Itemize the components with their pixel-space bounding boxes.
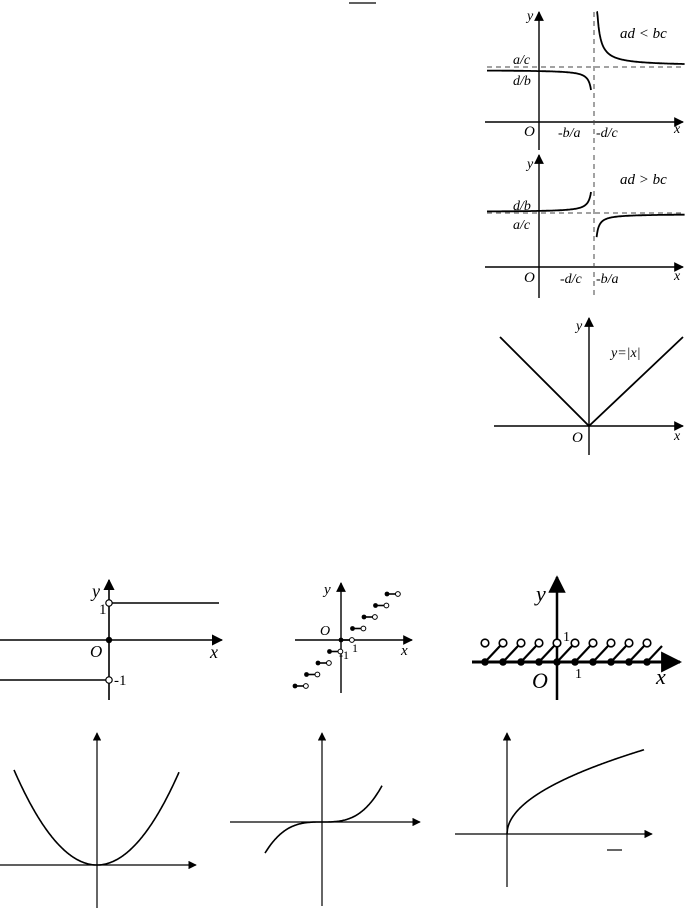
floor-steps	[292, 591, 401, 689]
floor-function-graph: y x O 1 -1	[292, 582, 413, 693]
value-one-label: 1	[563, 630, 570, 645]
tick-one-label: 1	[575, 667, 582, 682]
open-endpoint	[383, 602, 390, 609]
cubic-graph	[230, 732, 421, 906]
x-intercept-label: -b/a	[596, 272, 619, 287]
open-endpoint	[360, 625, 367, 632]
hyperbola-left-branch	[487, 69, 592, 91]
asymptote-label-bottom: a/c	[513, 218, 531, 233]
value-minus-one-label: -1	[114, 673, 127, 689]
open-endpoint	[498, 638, 508, 648]
closed-endpoint	[625, 658, 633, 666]
open-endpoint	[303, 683, 309, 689]
open-endpoint	[395, 591, 401, 597]
absolute-value-graph: y x O y=|x|	[494, 317, 684, 455]
origin-label: O	[524, 270, 535, 286]
origin-label: O	[572, 430, 583, 446]
hyperbola-right-branch	[596, 11, 685, 65]
closed-endpoint	[361, 614, 367, 620]
open-endpoint	[326, 660, 332, 666]
y-axis-label: y	[574, 319, 583, 334]
closed-endpoint	[571, 658, 579, 666]
x-axis-label: x	[400, 643, 408, 659]
closed-endpoint	[535, 658, 543, 666]
condition-label: ad < bc	[620, 26, 667, 42]
open-endpoint	[552, 638, 562, 648]
tick-one-label: 1	[352, 641, 358, 655]
origin-label: O	[524, 124, 535, 140]
cubic-curve	[264, 785, 383, 854]
vertical-asymptote-label: -d/c	[596, 126, 619, 141]
y-axis-label: y	[534, 581, 546, 606]
closed-endpoint	[315, 660, 321, 666]
hyperbola-left-branch	[487, 191, 592, 213]
open-endpoint	[624, 638, 634, 648]
value-one-label: 1	[99, 602, 107, 618]
y-axis-label: y	[90, 581, 100, 601]
closed-endpoint	[481, 658, 489, 666]
open-endpoint	[337, 648, 344, 655]
open-endpoint	[516, 638, 526, 648]
closed-endpoint	[373, 603, 378, 608]
open-endpoint	[570, 638, 580, 648]
y-axis-label: y	[525, 9, 534, 24]
open-point	[105, 676, 113, 684]
x-axis-label: x	[673, 269, 681, 284]
open-endpoint	[372, 614, 378, 620]
y-axis-label: y	[525, 157, 534, 172]
origin-label: O	[320, 624, 330, 639]
x-axis-label: x	[673, 122, 681, 137]
origin-label: O	[90, 642, 102, 661]
open-endpoint	[642, 638, 652, 648]
function-label: y=|x|	[609, 346, 641, 361]
open-point	[105, 599, 113, 607]
x-axis-label: x	[209, 642, 218, 662]
closed-endpoint	[327, 649, 332, 654]
closed-endpoint	[304, 672, 309, 677]
closed-endpoint	[384, 591, 390, 597]
closed-endpoint	[499, 658, 507, 666]
asymptote-label-top: d/b	[513, 199, 531, 214]
closed-endpoint	[292, 683, 298, 689]
closed-endpoint	[607, 658, 615, 666]
fractional-part-graph: y x O 1 1	[472, 575, 683, 700]
open-endpoint	[588, 638, 598, 648]
closed-endpoint	[643, 658, 651, 666]
abs-value-curve	[499, 336, 684, 428]
sqrt-curve	[506, 748, 645, 835]
x-intercept-label: -b/a	[558, 126, 581, 141]
x-axis-label: x	[655, 664, 666, 689]
vertical-asymptote-label: -d/c	[560, 272, 583, 287]
parabola-curve	[13, 769, 180, 866]
open-endpoint	[314, 671, 321, 678]
hyperbola-ad-gt-bc-graph: y x O ad > bc d/b a/c -d/c -b/a	[485, 154, 685, 298]
hyperbola-ad-lt-bc-graph: y x O ad < bc a/c d/b -b/a -d/c	[485, 9, 685, 150]
condition-label: ad > bc	[620, 172, 667, 188]
open-endpoint	[606, 638, 616, 648]
asymptote-label-top: a/c	[513, 53, 531, 68]
x-axis-label: x	[673, 429, 681, 444]
open-endpoint	[480, 638, 490, 648]
closed-endpoint	[517, 658, 525, 666]
closed-endpoint	[338, 637, 344, 643]
asymptote-label-bottom: d/b	[513, 74, 531, 89]
closed-endpoint	[589, 658, 597, 666]
closed-endpoint	[350, 626, 355, 631]
y-axis-label: y	[322, 582, 331, 598]
open-endpoint	[349, 637, 355, 643]
parabola-graph	[0, 732, 197, 908]
hyperbola-right-branch	[595, 213, 685, 238]
origin-label: O	[532, 668, 548, 693]
sawtooth-segments	[480, 638, 663, 666]
sqrt-graph	[455, 732, 653, 887]
closed-endpoint	[553, 658, 561, 666]
open-endpoint	[534, 638, 544, 648]
sign-function-graph: y x O 1 -1	[0, 578, 224, 700]
filled-origin-point	[105, 636, 113, 644]
tick-minus-one-label: -1	[339, 648, 349, 662]
